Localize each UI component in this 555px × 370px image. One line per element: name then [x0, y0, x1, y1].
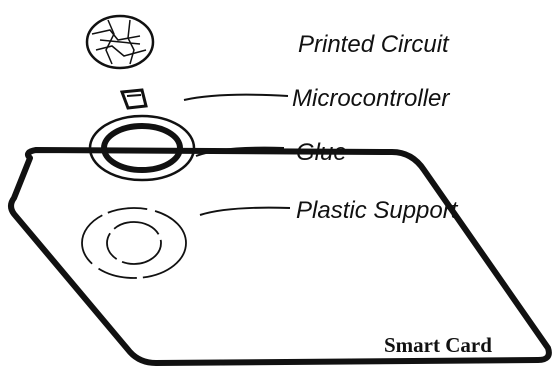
label-glue: Glue	[296, 139, 347, 166]
smart-card-outline	[8, 147, 552, 366]
label-plastic-support: Plastic Support	[296, 197, 459, 224]
microcontroller-leader-line	[183, 93, 289, 101]
label-smart-card: Smart Card	[384, 333, 492, 357]
glue-leader-line	[195, 146, 285, 157]
glue-ring	[88, 114, 196, 182]
printed-circuit-disc	[85, 14, 155, 70]
label-printed-circuit: Printed Circuit	[298, 31, 450, 58]
plastic-support-leader-line	[199, 206, 291, 216]
label-microcontroller: Microcontroller	[292, 85, 450, 112]
plastic-support-rings	[81, 207, 187, 279]
microcontroller-chip	[119, 88, 148, 110]
